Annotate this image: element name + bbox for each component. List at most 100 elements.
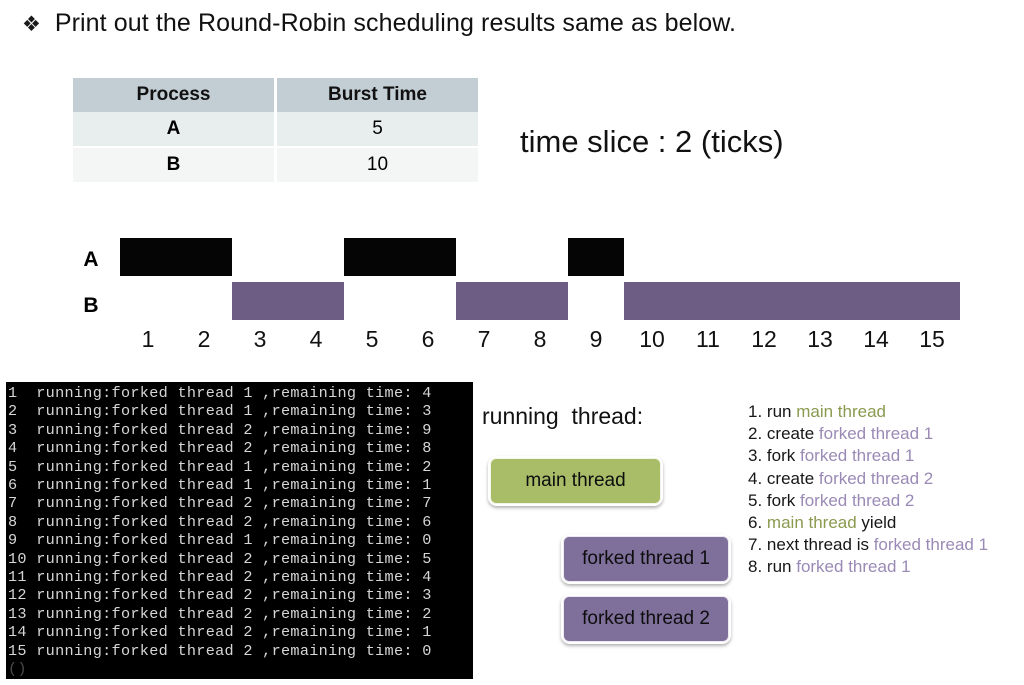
gantt-tick-label: 5 (365, 326, 379, 352)
terminal-line: 5 running:forked thread 1 ,remaining tim… (8, 457, 432, 476)
step-number: 7. (748, 535, 763, 555)
gantt-tick-label: 2 (197, 326, 211, 352)
step-token-plain: yield (856, 513, 897, 533)
running-thread-label: running thread: (482, 403, 644, 429)
step-item: 4. create forked thread 2 (748, 468, 1024, 490)
terminal-line: 2 running:forked thread 1 ,remaining tim… (8, 402, 432, 421)
step-number: 8. (748, 557, 763, 577)
table-header-row: Process Burst Time (73, 78, 478, 112)
cell-process-b: B (73, 147, 276, 182)
gantt-tick-label: 12 (751, 326, 777, 352)
terminal-line: 10 running:forked thread 2 ,remaining ti… (8, 549, 432, 568)
cell-burst-b: 10 (274, 147, 478, 182)
step-token-forked: forked thread 2 (799, 490, 915, 510)
step-item: 8. run forked thread 1 (748, 556, 1024, 578)
step-token-plain: fork (762, 490, 800, 510)
table-header: Process Burst Time (73, 78, 478, 112)
gantt-segment-a (344, 238, 456, 276)
step-token-main: main thread (766, 513, 857, 533)
cell-burst-a: 5 (274, 112, 478, 148)
table-body: A 5 B 10 (73, 112, 478, 182)
gantt-tick-label: 7 (477, 326, 491, 352)
gantt-tick-label: 8 (533, 326, 547, 352)
gantt-tick-label: 11 (696, 326, 720, 352)
step-number: 6. (748, 513, 763, 533)
terminal-line: 7 running:forked thread 2 ,remaining tim… (8, 494, 432, 513)
step-token-forked: forked thread 1 (818, 424, 934, 444)
gantt-segment-a (120, 238, 232, 276)
step-token-main: main thread (796, 402, 886, 421)
step-token-plain: next thread is (762, 535, 874, 555)
thread-box-forked-thread-1[interactable]: forked thread 1 (561, 534, 731, 584)
gantt-row-label-a: A (83, 248, 99, 271)
gantt-tick-label: 9 (589, 326, 603, 352)
step-number: 1. (748, 402, 763, 421)
step-number: 3. (748, 446, 763, 466)
terminal-line: 3 running:forked thread 2 ,remaining tim… (8, 420, 432, 439)
terminal-line: 9 running:forked thread 1 ,remaining tim… (8, 531, 432, 550)
step-item: 5. fork forked thread 2 (748, 490, 1024, 512)
gantt-row-label-b: B (83, 294, 99, 317)
terminal-line: 13 running:forked thread 2 ,remaining ti… (8, 604, 432, 623)
terminal-line: 14 running:forked thread 2 ,remaining ti… (8, 623, 432, 642)
step-token-plain: run (762, 557, 797, 577)
gantt-segment-b (232, 282, 344, 320)
table-row: A 5 (73, 112, 478, 148)
step-number: 4. (748, 468, 763, 488)
step-token-plain: run (762, 402, 797, 421)
terminal-line: 12 running:forked thread 2 ,remaining ti… (8, 586, 432, 605)
gantt-tick-label: 6 (421, 326, 435, 352)
terminal-line: 11 running:forked thread 2 ,remaining ti… (8, 568, 432, 587)
time-slice-note: time slice : 2 (ticks) (520, 124, 784, 159)
step-token-plain: create (762, 468, 819, 488)
step-token-forked: forked thread 1 (796, 557, 911, 577)
column-header-process: Process (73, 78, 276, 112)
terminal-line: 4 running:forked thread 2 ,remaining tim… (8, 439, 432, 458)
gantt-tick-label: 14 (863, 326, 889, 352)
thread-box-forked-thread-2-label: forked thread 2 (563, 596, 729, 642)
gantt-track-b (120, 282, 960, 320)
gantt-tick-label: 13 (807, 326, 833, 352)
step-number: 5. (748, 490, 763, 510)
terminal-line: 8 running:forked thread 2 ,remaining tim… (8, 512, 432, 531)
terminal-line: 6 running:forked thread 1 ,remaining tim… (8, 476, 432, 495)
slide-heading: ❖ Print out the Round-Robin scheduling r… (22, 8, 736, 38)
gantt-tick-label: 15 (919, 326, 945, 352)
column-header-burst-time: Burst Time (274, 78, 478, 112)
thread-box-forked-thread-1-label: forked thread 1 (563, 536, 729, 582)
step-item: 2. create forked thread 1 (748, 423, 1024, 445)
step-item: 7. next thread is forked thread 1 (748, 534, 1024, 556)
step-token-plain: fork (762, 446, 800, 466)
gantt-segment-b (624, 282, 960, 320)
terminal-console[interactable]: 1 running:forked thread 1 ,remaining tim… (6, 382, 473, 679)
gantt-segment-a (568, 238, 624, 276)
gantt-segment-b (456, 282, 568, 320)
terminal-line-partial: () (8, 660, 27, 679)
gantt-tick-label: 10 (639, 326, 665, 352)
step-number: 2. (748, 424, 763, 444)
table-row: B 10 (73, 147, 478, 182)
step-item: 6. main thread yield (748, 512, 1024, 534)
step-item: 3. fork forked thread 1 (748, 445, 1024, 467)
gantt-tick-label: 4 (309, 326, 323, 352)
step-token-forked: forked thread 2 (818, 468, 934, 488)
gantt-tick-label: 1 (141, 326, 155, 352)
step-token-plain: create (762, 424, 819, 444)
step-token-forked: forked thread 1 (873, 535, 989, 555)
heading-text: Print out the Round-Robin scheduling res… (54, 9, 737, 37)
thread-box-main-thread[interactable]: main thread (488, 456, 663, 506)
process-burst-table: Process Burst Time A 5 B 10 (73, 78, 478, 182)
thread-box-forked-thread-2[interactable]: forked thread 2 (561, 594, 731, 644)
gantt-track-a (120, 238, 960, 276)
thread-box-main-thread-label: main thread (490, 458, 661, 504)
cell-process-a: A (73, 112, 276, 148)
step-token-forked: forked thread 1 (799, 446, 915, 466)
terminal-line: 1 running:forked thread 1 ,remaining tim… (8, 384, 432, 402)
diamond-bullet-icon: ❖ (22, 13, 41, 36)
gantt-tick-label: 3 (253, 326, 267, 352)
step-item: 1. run main thread (748, 401, 1024, 423)
terminal-line: 15 running:forked thread 2 ,remaining ti… (8, 641, 432, 660)
